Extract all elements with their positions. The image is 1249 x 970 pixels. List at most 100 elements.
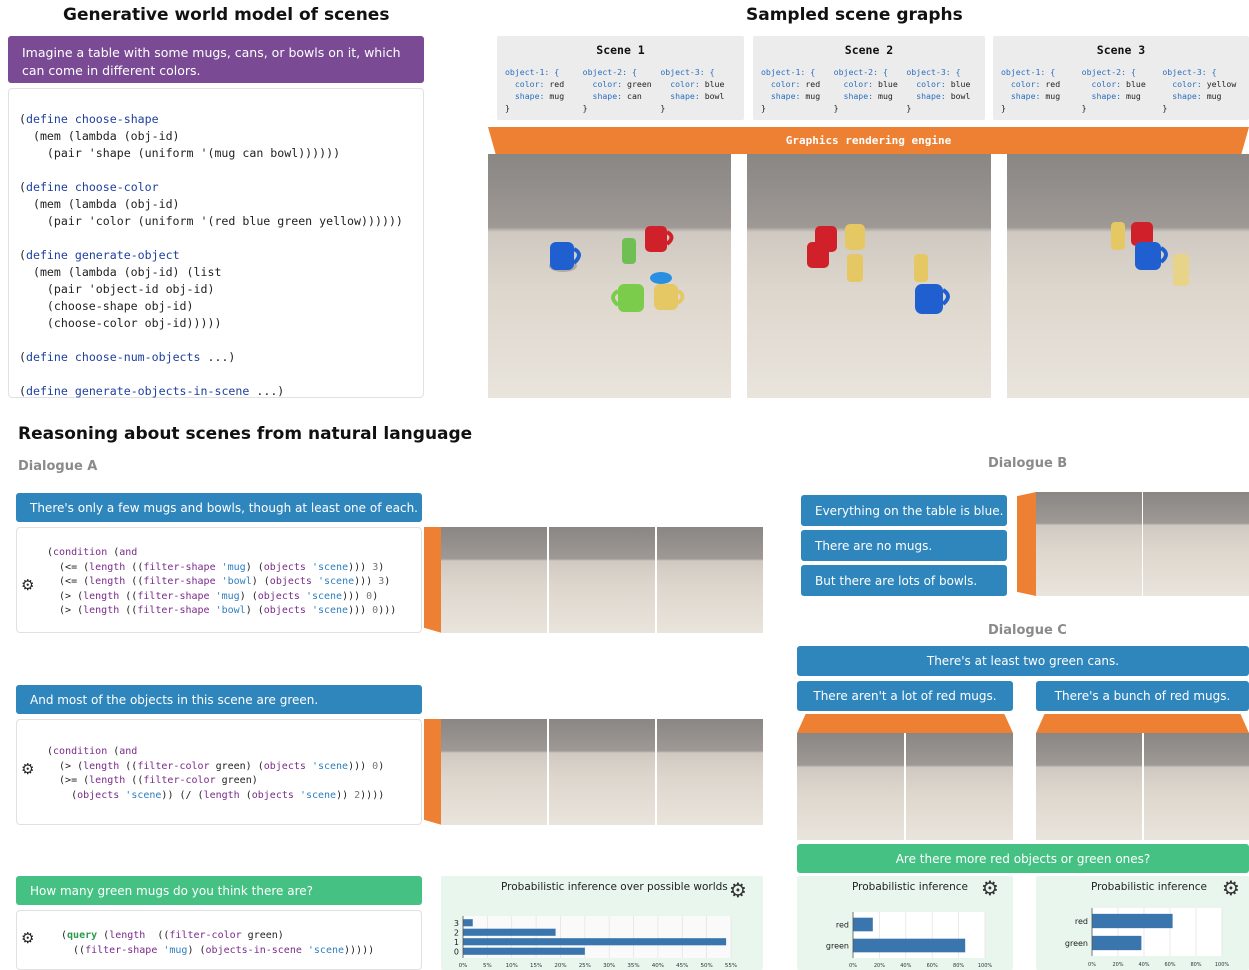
neural-translation-icon: ⚙ (21, 576, 35, 594)
scene-2-objects (807, 224, 950, 314)
scene-object: object-2: { color: green shape: can } (582, 67, 652, 113)
scene-title: Scene 2 (844, 43, 894, 57)
render-a1-2 (549, 527, 655, 633)
render-a1-1 (441, 527, 547, 633)
scene-object: object-2: { color: blue shape: mug } (833, 67, 898, 113)
category-label: red (836, 921, 849, 930)
object-shape: mug (1206, 91, 1222, 101)
x-tick-label: 80% (1190, 962, 1201, 968)
bar (853, 938, 966, 953)
x-tick-label: 45% (676, 963, 688, 969)
bar (1092, 913, 1173, 929)
dialogue-c-utterance-2b-text: There's a bunch of red mugs. (1054, 689, 1231, 703)
render-a2-3 (657, 719, 763, 825)
x-tick-label: 10% (506, 963, 518, 969)
x-tick-label: 20% (554, 963, 566, 969)
neural-translation-icon: ⚙ (21, 760, 35, 778)
gears-icon: ⚙ (981, 876, 999, 900)
render-a2-1 (441, 719, 547, 825)
dialogue-a-code-1: ⚙ (condition (and (<= (length ((filter-s… (16, 527, 422, 633)
rendered-scene-2 (747, 154, 991, 398)
bar (463, 947, 585, 955)
object-color: red (805, 79, 821, 89)
render-a2-2 (549, 719, 655, 825)
scene-object: object-1: { color: red shape: mug } (505, 67, 565, 113)
heading-reasoning: Reasoning about scenes from natural lang… (18, 424, 473, 444)
scene-object: object-1: { color: red shape: mug } (1001, 67, 1061, 113)
object-color: red (549, 79, 565, 89)
dialogue-b-utterance-2: There are no mugs. (801, 530, 1007, 561)
object-label: object-3: { (906, 67, 961, 77)
scene-object: object-1: { color: red shape: mug } (761, 67, 821, 113)
heading-sampled-scene-graphs: Sampled scene graphs (746, 5, 963, 25)
inference-a-title: Probabilistic inference over possible wo… (501, 881, 728, 893)
dialogue-b-utterance-1: Everything on the table is blue. (801, 495, 1007, 526)
x-tick-label: 60% (1164, 962, 1175, 968)
category-label: 2 (454, 928, 459, 937)
object-label: object-1: { (1001, 67, 1056, 77)
generative-model-code: (define choose-shape (mem (lambda (obj-i… (8, 88, 424, 398)
dialogue-a-utterance-2-text: And most of the objects in this scene ar… (30, 692, 319, 707)
dialogue-c-utterance-2a-text: There aren't a lot of red mugs. (813, 689, 997, 703)
x-tick-label: 80% (953, 963, 964, 969)
x-tick-label: 40% (1138, 962, 1149, 968)
dialogue-a-utterance-2: And most of the objects in this scene ar… (16, 685, 422, 714)
render-arrow-a2 (424, 719, 442, 825)
dialogue-c-question: Are there more red objects or green ones… (797, 844, 1249, 873)
scene-object: object-3: { color: yellow shape: mug } (1162, 67, 1237, 113)
bar (463, 928, 556, 936)
rendered-scene-1 (488, 154, 731, 398)
inference-panel-c1: Probabilistic inference ⚙ 0%20%40%60%80%… (797, 876, 1013, 970)
object-shape: mug (1045, 91, 1061, 101)
object-color: blue (1126, 79, 1146, 89)
object-label: object-2: { (833, 67, 888, 77)
render-arrow-b (1017, 492, 1036, 596)
object-shape: mug (805, 91, 821, 101)
x-tick-label: 0% (1088, 962, 1096, 968)
x-tick-label: 100% (978, 963, 993, 969)
object-label: object-3: { (660, 67, 715, 77)
scene-1-objects (549, 226, 685, 312)
render-a1-3 (657, 527, 763, 633)
graphics-rendering-engine: Graphics rendering engine (488, 127, 1249, 154)
object-label: object-1: { (761, 67, 816, 77)
inference-panel-c2: Probabilistic inference ⚙ 0%20%40%60%80%… (1036, 876, 1249, 970)
neural-translation-icon: ⚙ (21, 929, 35, 947)
dialogue-c-utterance-1: There's at least two green cans. (797, 646, 1249, 676)
object-label: object-3: { (1162, 67, 1217, 77)
rendered-scene-3 (1007, 154, 1249, 398)
dialogue-b-utterance-3-text: But there are lots of bowls. (815, 573, 978, 588)
inference-c1-title: Probabilistic inference (852, 881, 968, 893)
scene-graph-2: Scene 2 object-1: { color: red shape: mug… (753, 36, 985, 120)
x-tick-label: 30% (603, 963, 615, 969)
gears-icon: ⚙ (1222, 876, 1240, 900)
heading-dialogue-a: Dialogue A (18, 459, 98, 474)
render-arrow-a1 (424, 527, 442, 633)
inference-panel-a: Probabilistic inference over possible wo… (441, 876, 763, 970)
dialogue-a-question: How many green mugs do you think there a… (16, 876, 422, 905)
render-c2-1 (1036, 733, 1142, 840)
dialogue-c-utterance-1-text: There's at least two green cans. (926, 654, 1120, 668)
x-tick-label: 35% (627, 963, 639, 969)
scene-title: Scene 1 (596, 43, 645, 57)
dialogue-a-utterance-1: There's only a few mugs and bowls, thoug… (16, 493, 422, 522)
x-tick-label: 0% (849, 963, 857, 969)
object-shape: mug (549, 91, 565, 101)
object-shape: bowl (950, 91, 971, 101)
x-tick-label: 25% (579, 963, 591, 969)
object-shape: mug (1126, 91, 1141, 101)
x-tick-label: 40% (652, 963, 664, 969)
x-tick-label: 15% (530, 963, 542, 969)
object-color: blue (950, 79, 971, 89)
dialogue-a-utterance-1-text: There's only a few mugs and bowls, thoug… (30, 500, 418, 515)
heading-dialogue-c: Dialogue C (988, 623, 1067, 638)
x-tick-label: 0% (459, 963, 468, 969)
render-b-2 (1143, 492, 1249, 596)
scene-object: object-2: { color: blue shape: mug } (1081, 67, 1146, 113)
dialogue-a-query-code: ⚙ (query (length ((filter-color green) (… (16, 910, 422, 970)
x-tick-label: 40% (900, 963, 911, 969)
